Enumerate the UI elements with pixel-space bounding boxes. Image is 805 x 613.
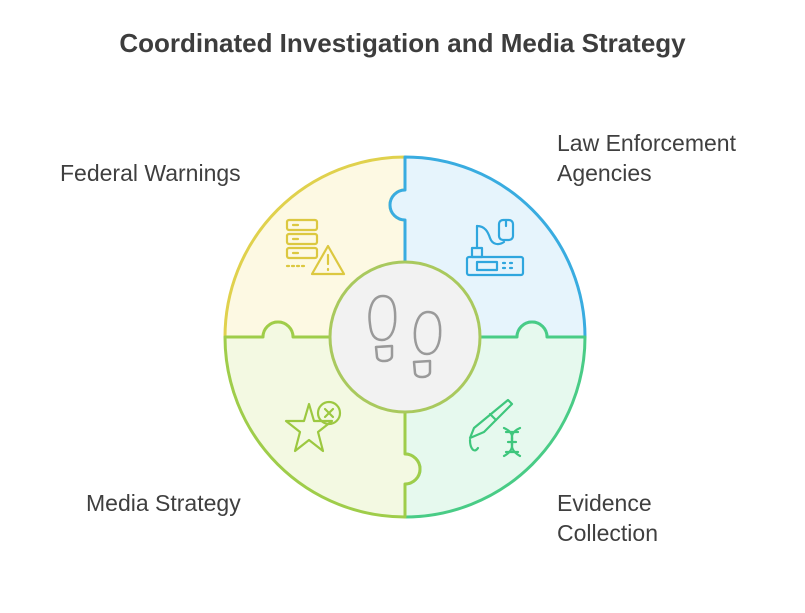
label-evidence-collection-line-1: Evidence	[557, 490, 652, 516]
footprints-icon	[368, 294, 442, 379]
diagram-title: Coordinated Investigation and Media Stra…	[119, 28, 686, 58]
police-radio-icon	[465, 218, 525, 277]
server-warning-icon	[285, 218, 346, 276]
label-law-enforcement-line-1: Law Enforcement	[557, 130, 736, 156]
label-evidence-collection: Evidence Collection	[557, 488, 658, 548]
label-federal-warnings-line-1: Federal Warnings	[60, 160, 241, 186]
label-law-enforcement-line-2: Agencies	[557, 160, 652, 186]
scalpel-dna-icon	[468, 398, 522, 458]
label-media-strategy: Media Strategy	[86, 488, 241, 518]
label-evidence-collection-line-2: Collection	[557, 520, 658, 546]
label-law-enforcement: Law Enforcement Agencies	[557, 128, 736, 188]
label-federal-warnings: Federal Warnings	[60, 158, 241, 188]
center-circle	[328, 260, 482, 414]
label-media-strategy-line-1: Media Strategy	[86, 490, 241, 516]
star-x-icon	[284, 400, 342, 453]
